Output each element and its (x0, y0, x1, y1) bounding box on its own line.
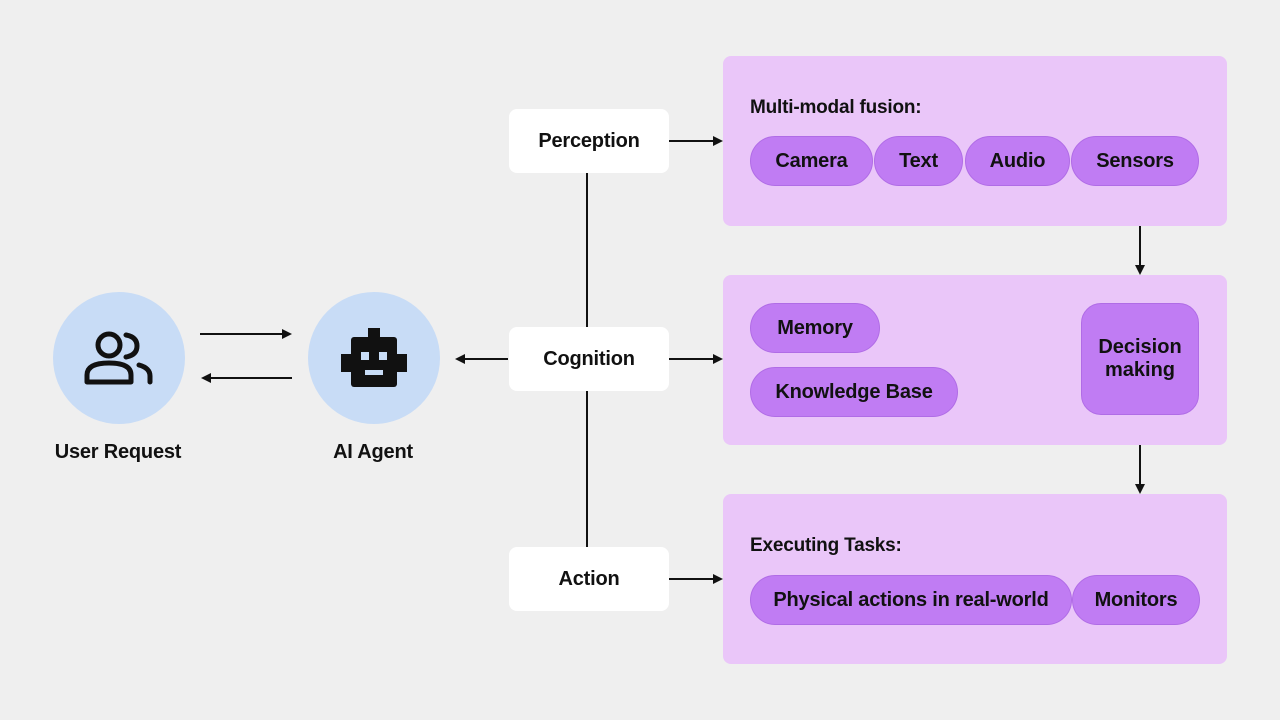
audio-pill: Audio (965, 136, 1070, 186)
action-panel-title: Executing Tasks: (750, 535, 902, 556)
camera-pill: Camera (750, 136, 873, 186)
user-request-node (53, 292, 185, 424)
knowledge-base-pill: Knowledge Base (750, 367, 958, 417)
text-pill: Text (874, 136, 963, 186)
memory-pill: Memory (750, 303, 880, 353)
ai-agent-node (308, 292, 440, 424)
robot-icon (341, 328, 407, 387)
cognition-panel: Memory Knowledge Base Decision making (723, 275, 1227, 445)
ai-agent-label: AI Agent (333, 441, 413, 463)
decision-making-node: Decision making (1081, 303, 1199, 415)
users-icon (84, 331, 153, 385)
perception-stage: Perception (509, 109, 669, 173)
physical-actions-pill: Physical actions in real-world (750, 575, 1072, 625)
action-panel: Executing Tasks: Physical actions in rea… (723, 494, 1227, 664)
action-stage: Action (509, 547, 669, 611)
decision-line-1: Decision (1098, 336, 1182, 358)
user-request-label: User Request (54, 441, 182, 463)
decision-line-2: making (1104, 359, 1176, 381)
sensors-pill: Sensors (1071, 136, 1199, 186)
cognition-stage: Cognition (509, 327, 669, 391)
perception-panel-title: Multi-modal fusion: (750, 97, 922, 118)
perception-panel: Multi-modal fusion: Camera Text Audio Se… (723, 56, 1227, 226)
monitors-pill: Monitors (1072, 575, 1200, 625)
